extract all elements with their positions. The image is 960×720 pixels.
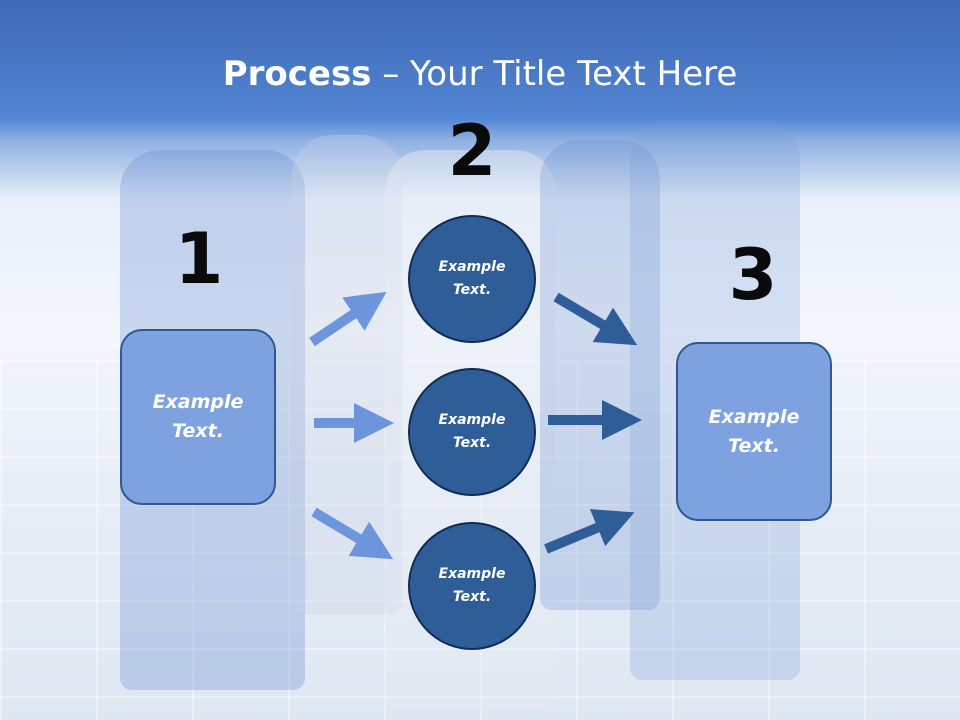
- title-bold: Process: [222, 54, 372, 94]
- slide-title: Process – Your Title Text Here: [0, 52, 960, 96]
- left-box-text: Example Text.: [152, 391, 244, 442]
- circle-1-text: Example Text.: [438, 259, 506, 298]
- circle-3-text: Example Text.: [438, 566, 506, 605]
- circle-1: Example Text.: [408, 215, 536, 343]
- arrow-to-circle-1: [309, 291, 387, 347]
- step-number-1: 1: [174, 218, 224, 300]
- arrow-to-circle-3: [311, 507, 394, 560]
- step-number-3: 3: [728, 234, 778, 316]
- right-text-box: Example Text.: [676, 342, 832, 521]
- step-number-2: 2: [447, 110, 497, 192]
- left-text-box: Example Text.: [120, 329, 276, 505]
- right-box-text: Example Text.: [708, 405, 800, 457]
- circle-2-text: Example Text.: [438, 412, 506, 451]
- arrow-from-circle-3: [544, 509, 635, 554]
- circle-3: Example Text.: [408, 522, 536, 650]
- arrow-from-circle-1: [553, 292, 638, 346]
- circle-2: Example Text.: [408, 368, 536, 496]
- title-rest: – Your Title Text Here: [371, 54, 738, 94]
